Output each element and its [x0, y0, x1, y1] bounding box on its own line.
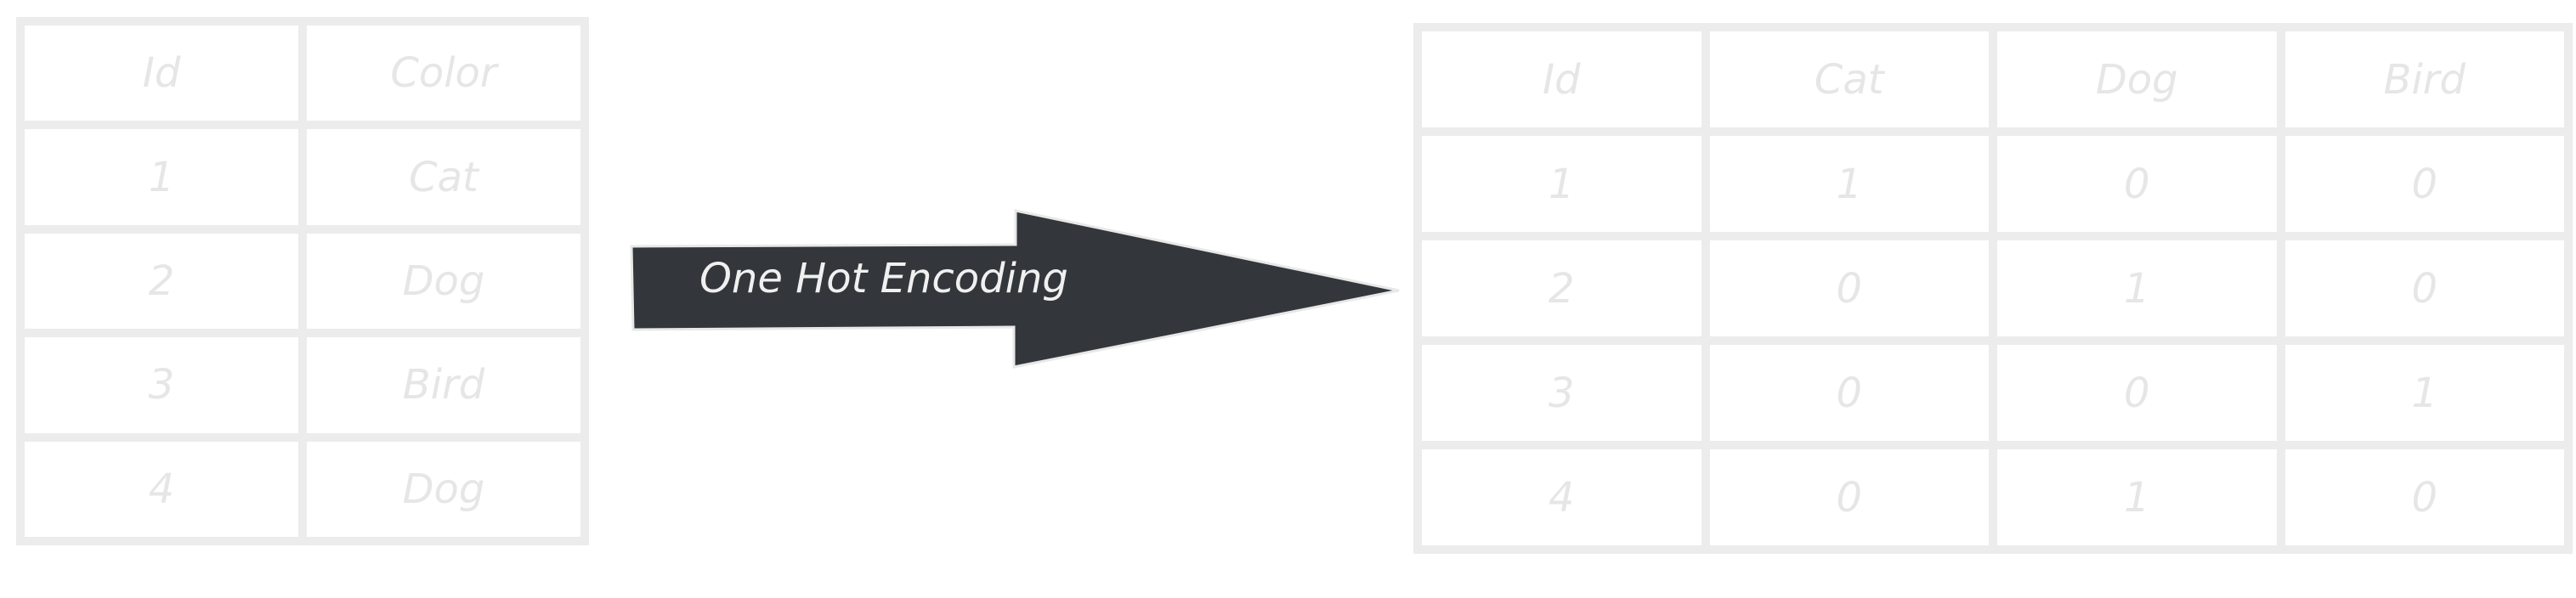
id-cell: 4 — [1413, 441, 1710, 554]
color-cell: Cat — [298, 121, 589, 234]
source-table: Id Color 1 Cat 2 Dog 3 Bird 4 Dog — [16, 16, 589, 546]
header-cell-color: Color — [298, 16, 589, 130]
color-cell: Dog — [298, 432, 589, 546]
header-cell-id: Id — [16, 16, 307, 130]
table-row: 2 0 1 0 — [1413, 232, 2573, 345]
table-row: 1 Cat — [16, 121, 589, 234]
header-cell-bird: Bird — [2276, 23, 2573, 136]
header-cell-id: Id — [1413, 23, 1710, 136]
id-cell: 3 — [1413, 336, 1710, 449]
id-cell: 3 — [16, 329, 307, 442]
arrow-shape — [630, 209, 1400, 369]
bird-cell: 0 — [2276, 441, 2573, 554]
header-row: Id Color — [16, 16, 589, 130]
header-cell-dog: Dog — [1989, 23, 2285, 136]
cat-cell: 0 — [1701, 336, 1997, 449]
dog-cell: 0 — [1989, 127, 2285, 240]
bird-cell: 0 — [2276, 127, 2573, 240]
id-cell: 2 — [1413, 232, 1710, 345]
cat-cell: 0 — [1701, 441, 1997, 554]
table-row: 3 0 0 1 — [1413, 336, 2573, 449]
table-row: 4 0 1 0 — [1413, 441, 2573, 554]
dog-cell: 1 — [1989, 441, 2285, 554]
table-row: 2 Dog — [16, 224, 589, 338]
cat-cell: 1 — [1701, 127, 1997, 240]
encoded-table: Id Cat Dog Bird 1 1 0 0 2 0 1 0 3 0 0 1 … — [1413, 23, 2573, 554]
dog-cell: 0 — [1989, 336, 2285, 449]
arrow-right-icon — [630, 209, 1400, 369]
id-cell: 1 — [16, 121, 307, 234]
color-cell: Dog — [298, 224, 589, 338]
cat-cell: 0 — [1701, 232, 1997, 345]
header-cell-cat: Cat — [1701, 23, 1997, 136]
id-cell: 4 — [16, 432, 307, 546]
dog-cell: 1 — [1989, 232, 2285, 345]
bird-cell: 1 — [2276, 336, 2573, 449]
arrow-label: One Hot Encoding — [699, 255, 1068, 302]
bird-cell: 0 — [2276, 232, 2573, 345]
header-row: Id Cat Dog Bird — [1413, 23, 2573, 136]
id-cell: 2 — [16, 224, 307, 338]
table-row: 3 Bird — [16, 329, 589, 442]
color-cell: Bird — [298, 329, 589, 442]
table-row: 4 Dog — [16, 432, 589, 546]
id-cell: 1 — [1413, 127, 1710, 240]
table-row: 1 1 0 0 — [1413, 127, 2573, 240]
